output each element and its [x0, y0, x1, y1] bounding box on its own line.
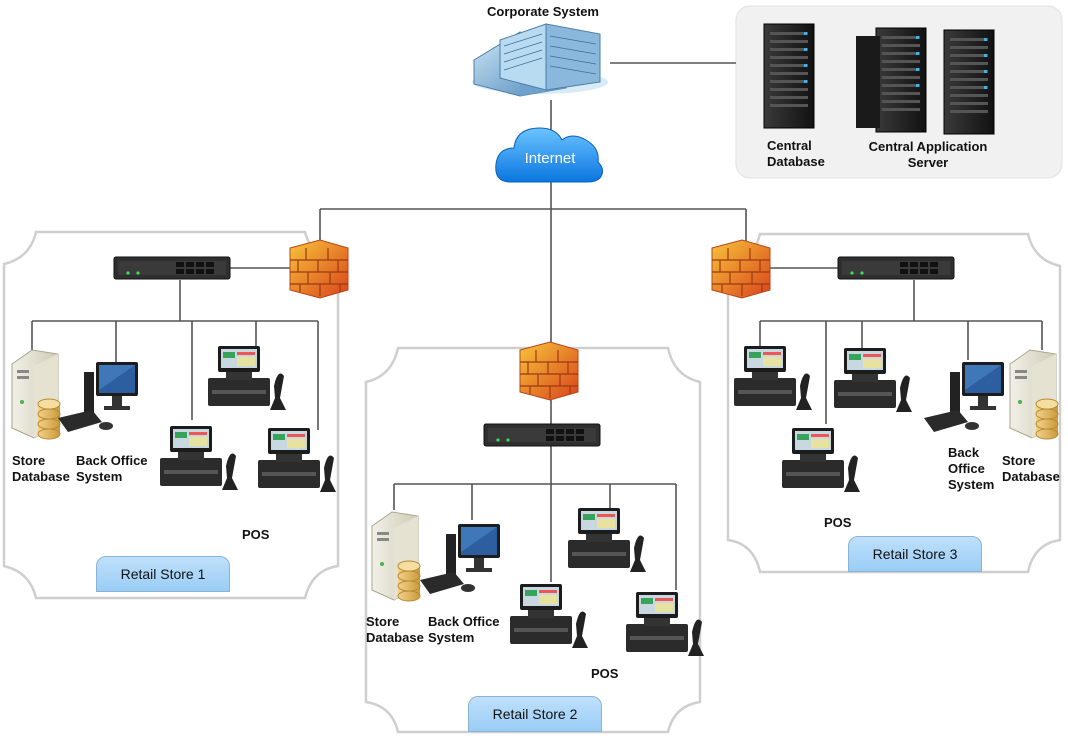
central-app-server-icon-2 — [943, 29, 995, 135]
store-3-pos-icon-2 — [834, 348, 912, 412]
store-2-pos-icon-1 — [568, 508, 646, 572]
store-2-switch-icon — [483, 423, 601, 447]
store-2-name-tab: Retail Store 2 — [468, 696, 602, 732]
store-3-switch-icon — [837, 256, 955, 280]
store-1-pos-label: POS — [242, 527, 270, 542]
store-1-back-office-icon — [58, 362, 138, 432]
internet-cloud-icon — [495, 127, 604, 183]
internet-label: Internet — [524, 150, 576, 167]
store-3-database-label: Store Database — [1002, 453, 1060, 484]
store-2-database-icon — [371, 511, 421, 602]
store-3-back-office-label: Back Office System — [948, 445, 995, 492]
store-1-pos-icon-1 — [208, 346, 286, 410]
corporate-system-label: Corporate System — [487, 4, 599, 19]
central-database-server-icon — [763, 23, 815, 129]
store-1-back-office-label: Back Office System — [76, 453, 148, 484]
store-2-firewall-icon — [519, 341, 579, 401]
store-3-name-tab: Retail Store 3 — [848, 536, 982, 572]
store-2-back-office-label: Back Office System — [428, 614, 500, 645]
store-3-pos-icon-1 — [734, 346, 812, 410]
store-2-pos-label: POS — [591, 666, 619, 681]
data-center-panel — [735, 5, 1063, 179]
store-1-database-icon — [11, 349, 61, 440]
store-3-pos-label: POS — [824, 515, 852, 530]
store-1-pos-icon-3 — [258, 428, 336, 492]
store-3-firewall-icon — [711, 239, 771, 299]
store-1-firewall-icon — [289, 239, 349, 299]
store-2-database-label: Store Database — [366, 614, 424, 645]
store-1-name-tab: Retail Store 1 — [96, 556, 230, 592]
store-2-pos-icon-2 — [510, 584, 588, 648]
store-1-pos-icon-2 — [160, 426, 238, 490]
store-3-pos-icon-3 — [782, 428, 860, 492]
central-app-server-icon — [875, 27, 927, 133]
store-1-database-label: Store Database — [12, 453, 70, 484]
store-3-back-office-icon — [924, 362, 1004, 432]
store-2-back-office-icon — [420, 524, 500, 594]
store-2-zone — [364, 346, 702, 734]
store-2-pos-icon-3 — [626, 592, 704, 656]
corporate-building-icon — [472, 23, 608, 97]
store-3-database-icon — [1009, 349, 1059, 440]
central-app-server-label: Central Application Server — [868, 139, 988, 170]
store-1-switch-icon — [113, 256, 231, 280]
central-database-label: Central Database — [767, 138, 825, 169]
